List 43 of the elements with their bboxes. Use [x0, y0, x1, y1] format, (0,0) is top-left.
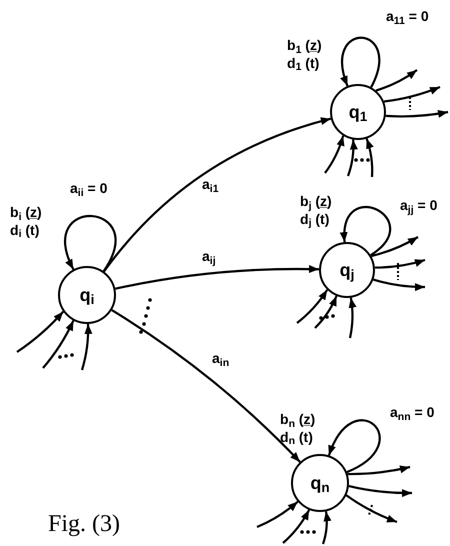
arrow [256, 500, 298, 528]
loop-arrow [340, 206, 392, 256]
edge-label: a$_{jj}$ = 0 [399, 196, 438, 216]
edge-label: a$_{nn}$ = 0 [389, 403, 436, 423]
arrow [370, 236, 419, 258]
edge-label: a$_{ij}$ [201, 247, 217, 267]
arrow [324, 135, 344, 174]
arrow [348, 298, 356, 338]
edge-label: a$_{in}$ [211, 349, 230, 369]
output-label: b$_{i}$ (z̲) [10, 204, 42, 222]
loop-arrow [64, 215, 117, 272]
edge-label: a$_{i1}$ [201, 175, 220, 195]
arrow [80, 324, 92, 370]
arrow [348, 465, 410, 476]
edge-label: a$_{11}$ = 0 [385, 7, 430, 27]
edge-label: a$_{ii}$ = 0 [69, 179, 108, 199]
arrow [103, 118, 332, 272]
arrow [296, 289, 328, 324]
output-label: b$_{1}$ (z̲) [287, 37, 322, 54]
arrow [376, 69, 418, 92]
output-label: b$_{j}$ (z̲) [300, 193, 332, 210]
arrow [348, 484, 412, 498]
arrow [16, 310, 64, 353]
arrow [346, 494, 398, 524]
output-label: d$_{i}$ (t) [10, 222, 40, 239]
arrow [386, 110, 448, 118]
arrow [384, 86, 440, 103]
arrow [42, 320, 74, 369]
output-label: d$_{n}$ (t) [280, 428, 314, 446]
output-label: b$_{n}$ (z̲) [280, 411, 316, 428]
arrow [373, 278, 425, 291]
figure-caption: Fig. (3) [48, 510, 120, 539]
arrow [322, 511, 332, 544]
output-label: d$_{j}$ (t) [300, 210, 330, 228]
loop-arrow [328, 419, 381, 474]
arrow [374, 258, 426, 269]
arrow [314, 296, 338, 329]
arrow [366, 138, 374, 178]
output-label: d$_{1}$ (t) [287, 54, 320, 72]
arrow [115, 265, 320, 290]
arrow [111, 309, 301, 463]
loop-arrow [340, 36, 380, 88]
arrow [346, 140, 358, 176]
